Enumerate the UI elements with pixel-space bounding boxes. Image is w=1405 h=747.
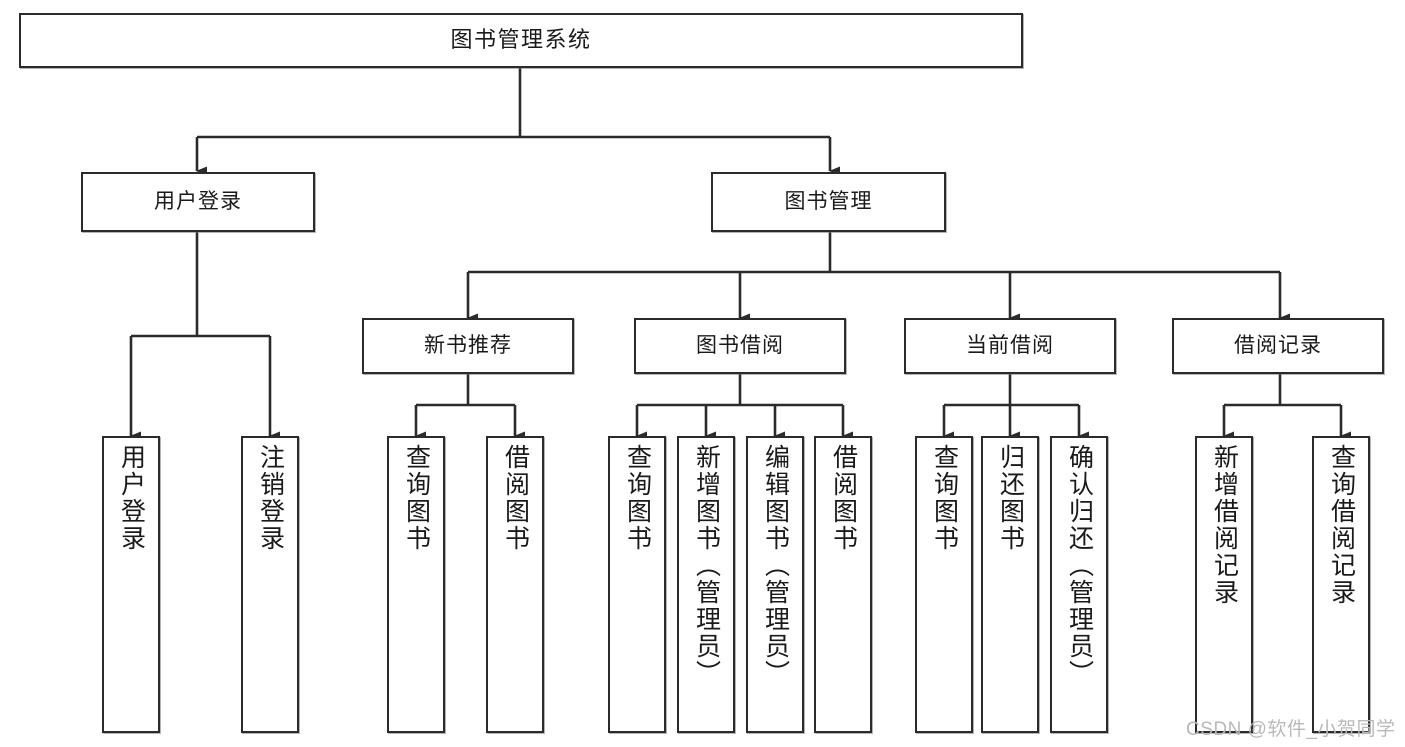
- node-label: 图书借阅: [696, 334, 784, 358]
- node-new-book-recommend[interactable]: 新书推荐: [362, 318, 574, 374]
- node-label: 图书管理系统: [450, 27, 592, 53]
- leaf-current-borrow-return-book[interactable]: 归还图书: [981, 436, 1039, 733]
- node-book-borrow[interactable]: 图书借阅: [634, 318, 846, 374]
- node-label: 借阅记录: [1234, 334, 1322, 358]
- node-book-management[interactable]: 图书管理: [711, 172, 946, 232]
- node-label: 查询图书: [623, 444, 652, 552]
- node-label: 用户登录: [117, 444, 146, 552]
- node-label: 借阅图书: [829, 444, 858, 552]
- leaf-new-book-query-book[interactable]: 查询图书: [387, 436, 445, 733]
- node-label: 新书推荐: [424, 334, 512, 358]
- leaf-current-borrow-query-book[interactable]: 查询图书: [915, 436, 973, 733]
- node-current-borrow[interactable]: 当前借阅: [904, 318, 1116, 374]
- node-borrow-record[interactable]: 借阅记录: [1172, 318, 1384, 374]
- node-label: 查询图书: [402, 444, 431, 552]
- node-label: 借阅图书: [501, 444, 530, 552]
- node-label: 归还图书: [996, 444, 1025, 552]
- leaf-book-borrow-borrow-book[interactable]: 借阅图书: [814, 436, 872, 733]
- leaf-user-login-signout[interactable]: 注销登录: [241, 436, 299, 733]
- leaf-book-borrow-add-book-admin[interactable]: 新增图书（管理员）: [677, 436, 735, 733]
- node-label: 确认归还（管理员）: [1065, 444, 1094, 687]
- node-label: 查询图书: [930, 444, 959, 552]
- node-label: 新增借阅记录: [1210, 444, 1239, 606]
- node-label: 新增图书（管理员）: [692, 444, 721, 687]
- node-label: 编辑图书（管理员）: [761, 444, 790, 687]
- node-root-book-management-system[interactable]: 图书管理系统: [19, 13, 1023, 68]
- leaf-book-borrow-query-book[interactable]: 查询图书: [608, 436, 666, 733]
- node-label: 用户登录: [154, 190, 242, 214]
- node-label: 查询借阅记录: [1327, 444, 1356, 606]
- node-label: 当前借阅: [966, 334, 1054, 358]
- leaf-borrow-record-add-record[interactable]: 新增借阅记录: [1195, 436, 1253, 733]
- node-user-login[interactable]: 用户登录: [81, 172, 315, 232]
- leaf-new-book-borrow-book[interactable]: 借阅图书: [486, 436, 544, 733]
- leaf-current-borrow-confirm-return-admin[interactable]: 确认归还（管理员）: [1050, 436, 1108, 733]
- leaf-user-login-signin[interactable]: 用户登录: [102, 436, 160, 733]
- csdn-watermark: CSDN @软件_小贺同学: [1186, 719, 1396, 740]
- node-label: 图书管理: [784, 190, 873, 214]
- leaf-book-borrow-edit-book-admin[interactable]: 编辑图书（管理员）: [746, 436, 804, 733]
- node-label: 注销登录: [256, 444, 285, 552]
- leaf-borrow-record-query-record[interactable]: 查询借阅记录: [1312, 436, 1370, 733]
